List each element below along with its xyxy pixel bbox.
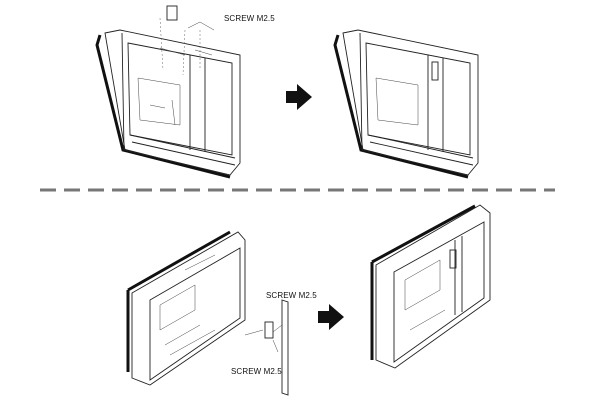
- screw-label-top: SCREW M2.5: [224, 14, 275, 23]
- screw-label-bottom-lower: SCREW M2.5: [231, 367, 282, 376]
- bottom-arrow-icon: [318, 304, 344, 330]
- bottom-right-panel: [370, 204, 491, 369]
- bottom-left-panel: [126, 230, 289, 396]
- top-arrow-icon: [286, 84, 312, 110]
- screw-label-bottom-upper: SCREW M2.5: [266, 291, 317, 300]
- top-right-panel: [333, 29, 479, 179]
- top-left-panel: [95, 5, 241, 179]
